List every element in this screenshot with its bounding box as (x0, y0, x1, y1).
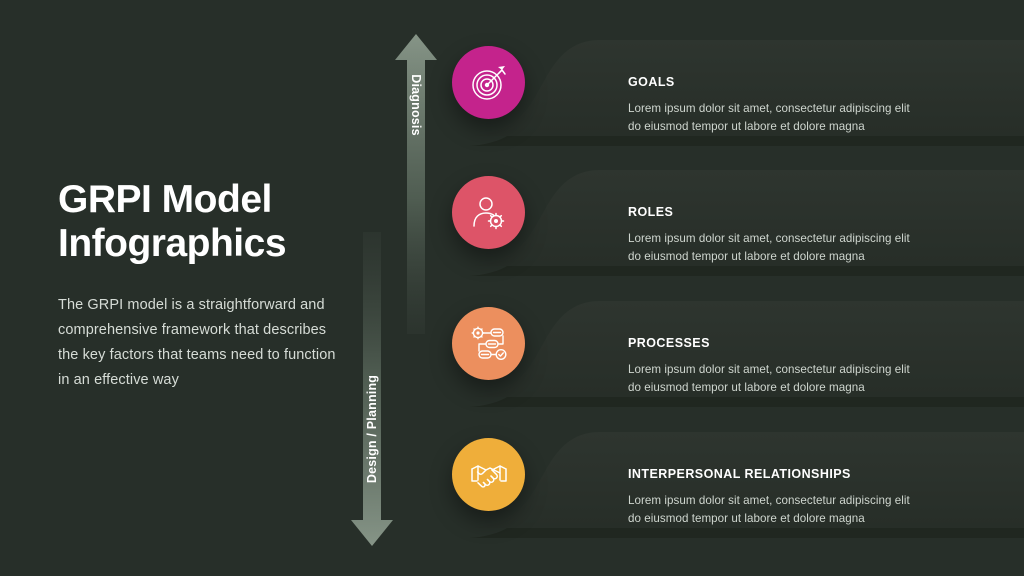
avatar[interactable] (452, 46, 525, 119)
row-text: ROLES Lorem ipsum dolor sit amet, consec… (628, 205, 978, 267)
row-body-line-2: do eiusmod tempor ut labore et dolore ma… (628, 512, 865, 526)
row-body: Lorem ipsum dolor sit amet, consectetur … (628, 100, 978, 137)
row-title: INTERPERSONAL RELATIONSHIPS (628, 467, 851, 481)
row-text: GOALS Lorem ipsum dolor sit amet, consec… (628, 75, 978, 137)
person-gear-icon (472, 196, 504, 229)
row-body-line-2: do eiusmod tempor ut labore et dolore ma… (628, 120, 865, 134)
list-item[interactable]: GOALS Lorem ipsum dolor sit amet, consec… (0, 30, 1024, 160)
list-item[interactable]: ROLES Lorem ipsum dolor sit amet, consec… (0, 160, 1024, 290)
avatar[interactable] (452, 438, 525, 511)
target-dart-icon (471, 65, 506, 100)
arrow-diagnosis: Diagnosis (394, 34, 438, 334)
page-title: GRPI Model Infographics (58, 178, 348, 267)
handshake-icon (470, 464, 507, 488)
row-body-line-1: Lorem ipsum dolor sit amet, consectetur … (628, 363, 910, 376)
row-body: Lorem ipsum dolor sit amet, consectetur … (628, 230, 978, 267)
arrow-design-planning: Design / Planning (350, 232, 394, 546)
row-text: INTERPERSONAL RELATIONSHIPS Lorem ipsum … (628, 467, 978, 529)
arrow-up-icon (395, 34, 437, 334)
arrow-down-icon (351, 232, 393, 546)
page-title-line-1: GRPI Model (58, 178, 272, 221)
row-body-line-2: do eiusmod tempor ut labore et dolore ma… (628, 250, 865, 264)
intro-block: GRPI Model Infographics The GRPI model i… (58, 178, 348, 393)
row-panel (440, 422, 1024, 552)
row-body: Lorem ipsum dolor sit amet, consectetur … (628, 361, 978, 398)
row-body-line-1: Lorem ipsum dolor sit amet, consectetur … (628, 494, 910, 507)
row-title: PROCESSES (628, 336, 710, 350)
intro-description: The GRPI model is a straightforward and … (58, 296, 336, 388)
list-item[interactable]: PROCESSES Lorem ipsum dolor sit amet, co… (0, 291, 1024, 421)
row-body-line-2: do eiusmod tempor ut labore et dolore ma… (628, 381, 865, 395)
avatar[interactable] (452, 176, 525, 249)
row-title: GOALS (628, 75, 675, 89)
row-body: Lorem ipsum dolor sit amet, consectetur … (628, 492, 978, 529)
workflow-icon (471, 326, 507, 360)
row-panel (440, 30, 1024, 160)
row-body-line-1: Lorem ipsum dolor sit amet, consectetur … (628, 102, 910, 115)
page-title-line-2: Infographics (58, 222, 287, 266)
row-text: PROCESSES Lorem ipsum dolor sit amet, co… (628, 336, 978, 398)
avatar[interactable] (452, 307, 525, 380)
row-panel (440, 160, 1024, 290)
row-panel (440, 291, 1024, 421)
row-body-line-1: Lorem ipsum dolor sit amet, consectetur … (628, 232, 910, 245)
list-item[interactable]: INTERPERSONAL RELATIONSHIPS Lorem ipsum … (0, 422, 1024, 552)
row-title: ROLES (628, 205, 674, 219)
